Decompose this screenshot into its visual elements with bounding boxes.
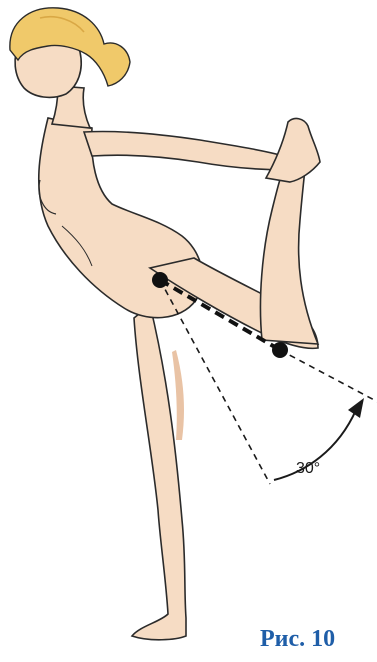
- standing-leg-shadow: [172, 350, 184, 440]
- angle-arc-arrowhead: [348, 398, 364, 418]
- figure-body: [10, 8, 320, 640]
- angle-label: 30°: [296, 460, 320, 478]
- raised-foot: [266, 119, 320, 182]
- thigh-axis-extension: [280, 350, 377, 402]
- figure-caption: Рис. 10: [260, 626, 335, 653]
- raised-shin: [260, 156, 318, 344]
- knee-joint-marker: [272, 342, 288, 358]
- standing-leg: [132, 305, 186, 640]
- arm: [84, 131, 290, 170]
- hip-joint-marker: [152, 272, 168, 288]
